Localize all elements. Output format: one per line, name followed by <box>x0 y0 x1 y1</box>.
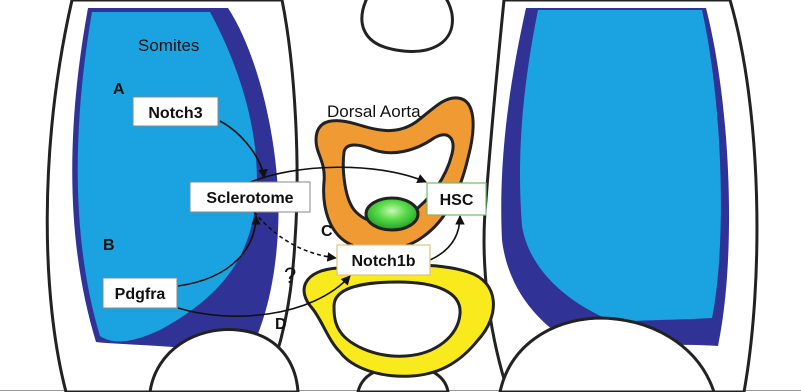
node-pdgfra: Pdgfra <box>103 278 177 308</box>
notochord-lumen <box>334 282 460 356</box>
node-notch1b: Notch1b <box>337 245 430 275</box>
hsc-cell <box>366 198 418 230</box>
pathway-label-b: B <box>103 237 115 254</box>
node-sclerotome-label: Sclerotome <box>206 190 293 207</box>
node-sclerotome: Sclerotome <box>190 182 310 212</box>
node-notch3: Notch3 <box>133 97 218 126</box>
node-pdgfra-label: Pdgfra <box>115 286 166 303</box>
node-notch3-label: Notch3 <box>148 105 202 122</box>
unknown-link-label: ? <box>284 263 296 288</box>
pathway-label-a: A <box>113 81 125 98</box>
right-somite-blue <box>520 10 721 322</box>
node-notch1b-label: Notch1b <box>352 253 416 270</box>
neural-tube <box>362 0 453 51</box>
dorsal-aorta-label: Dorsal Aorta <box>327 102 421 121</box>
node-hsc-label: HSC <box>440 192 474 209</box>
somites-label: Somites <box>138 36 199 55</box>
node-hsc: HSC <box>427 183 486 215</box>
pathway-label-d: D <box>275 316 287 333</box>
pathway-label-c: C <box>321 223 333 240</box>
